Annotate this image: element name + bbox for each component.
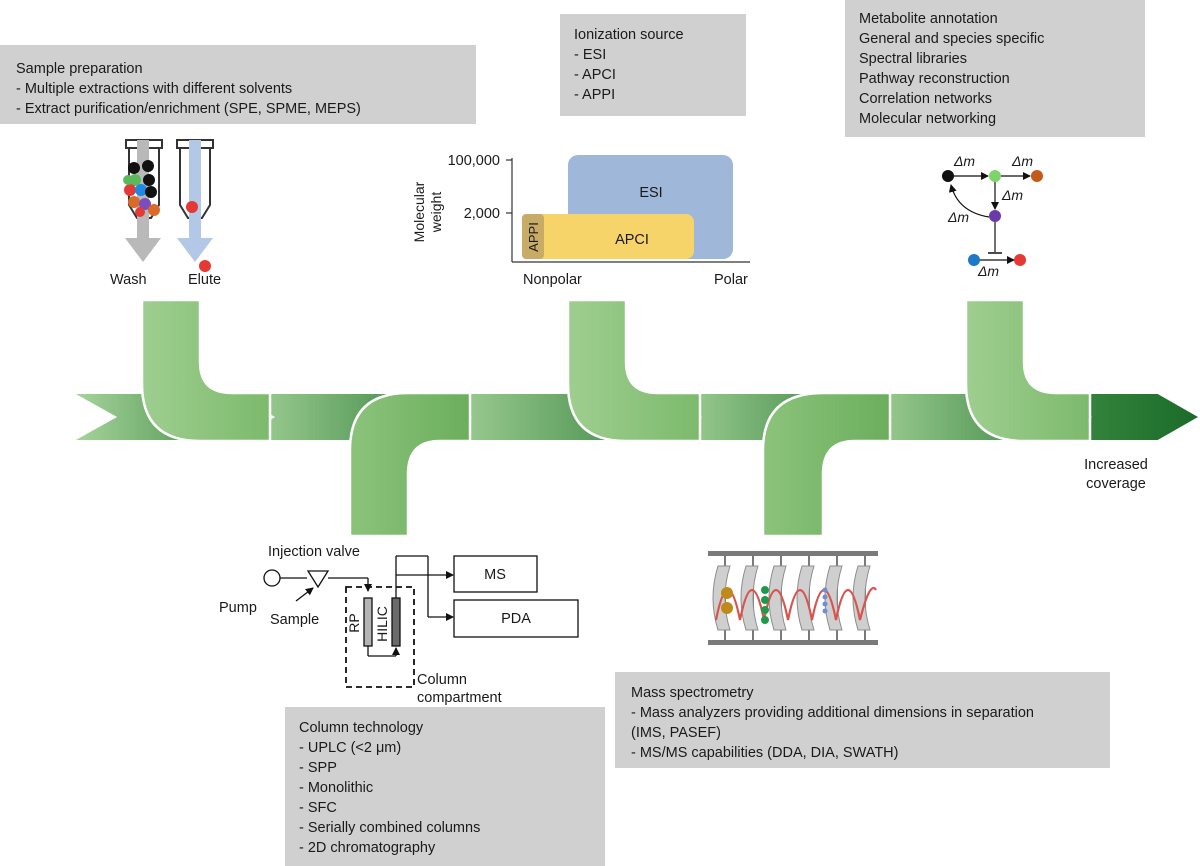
injection-valve-symbol — [306, 570, 330, 589]
elute-flow-arrow — [189, 140, 201, 240]
network-node — [989, 170, 1001, 182]
ionization-title: Ionization source — [574, 27, 684, 43]
pipe-annotation — [964, 298, 1092, 443]
wash-label: Wash — [110, 272, 147, 288]
annotation-item: Pathway reconstruction — [859, 71, 1010, 87]
ionization-box: Ionization source - ESI - APCI - APPI — [560, 14, 746, 116]
ion-cloud — [721, 586, 828, 624]
pump-symbol — [263, 569, 281, 587]
mass-analyzer-graphic — [708, 551, 878, 645]
mass-spec-title: Mass spectrometry — [631, 685, 754, 701]
y-axis-label: Molecular — [411, 181, 427, 242]
ms-detector — [453, 555, 538, 593]
network-node — [1031, 170, 1043, 182]
mass-spec-box: Mass spectrometry - Mass analyzers provi… — [615, 672, 1110, 768]
y-tick-label: 2,000 — [464, 206, 500, 222]
column-tech-item: - 2D chromatography — [299, 840, 436, 856]
pump-label: Pump — [219, 600, 257, 616]
sample-prep-box: Sample preparation - Multiple extraction… — [0, 45, 476, 124]
column-compartment — [345, 586, 415, 688]
mass-spec-item: - MS/MS capabilities (DDA, DIA, SWATH) — [631, 745, 899, 761]
sample-prep-item: - Multiple extractions with different so… — [16, 81, 293, 97]
delta-m-label: Δm — [953, 153, 975, 169]
injection-valve-label: Injection valve — [268, 544, 360, 560]
pipe-mass-analyzer — [761, 391, 892, 538]
esi-label: ESI — [639, 185, 662, 201]
ionization-chart: ESI APCI APPI 100,000 2,000 Molecular we… — [411, 153, 750, 288]
apci-label: APCI — [615, 232, 649, 248]
wash-flow-arrow-head — [125, 238, 161, 262]
y-axis-label: weight — [428, 192, 444, 234]
network-node — [968, 254, 980, 266]
rp-label: RP — [346, 613, 362, 632]
column-tech-title: Column technology — [299, 720, 424, 736]
eluted-analyte — [199, 260, 211, 272]
column-tech-item: - SPP — [299, 760, 337, 776]
lc-schematic — [263, 555, 579, 688]
rp-column — [363, 597, 373, 647]
delta-m-label: Δm — [947, 209, 969, 225]
sample-prep-title: Sample preparation — [16, 61, 143, 77]
appi-label: APPI — [526, 222, 541, 252]
ionization-item: - APPI — [574, 87, 616, 103]
pipe-ionization — [566, 298, 702, 443]
network-node — [989, 210, 1001, 222]
delta-m-label: Δm — [1001, 187, 1023, 203]
pipe-sample-prep — [140, 298, 272, 443]
molecular-network: Δm Δm Δm Δm Δm — [942, 153, 1043, 279]
rf-helix — [714, 587, 877, 621]
mass-spec-item: - Mass analyzers providing additional di… — [631, 705, 1034, 721]
column-compartment-label: compartment — [417, 690, 502, 706]
annotation-item: Spectral libraries — [859, 51, 967, 67]
x-axis-label-right: Polar — [714, 272, 748, 288]
hilic-column — [391, 597, 401, 647]
ionization-item: - APCI — [574, 67, 616, 83]
network-node — [942, 170, 954, 182]
sorbent-beads — [123, 160, 160, 217]
elute-label: Elute — [188, 272, 221, 288]
column-tech-item: - Monolithic — [299, 780, 374, 796]
annotation-item: Molecular networking — [859, 111, 997, 127]
annotation-item: Correlation networks — [859, 91, 992, 107]
annotation-item: Metabolite annotation — [859, 11, 998, 27]
delta-m-label: Δm — [1011, 153, 1033, 169]
column-tech-item: - SFC — [299, 800, 337, 816]
column-tech-item: - UPLC (<2 μm) — [299, 740, 402, 756]
column-compartment-label: Column — [417, 672, 467, 688]
pda-label: PDA — [501, 611, 531, 627]
hilic-label: HILIC — [374, 606, 390, 642]
delta-m-label: Δm — [977, 263, 999, 279]
network-node — [1014, 254, 1026, 266]
sample-label: Sample — [270, 612, 319, 628]
sample-prep-item: - Extract purification/enrichment (SPE, … — [16, 101, 361, 117]
column-tech-box: Column technology - UPLC (<2 μm) - SPP -… — [285, 707, 605, 866]
column-tech-item: - Serially combined columns — [299, 820, 481, 836]
pda-detector — [453, 599, 579, 638]
coverage-label: Increased — [1084, 457, 1148, 473]
coverage-label: coverage — [1086, 476, 1146, 492]
retained-analyte — [186, 201, 198, 213]
mass-spec-item: (IMS, PASEF) — [631, 725, 721, 741]
apci-region — [522, 214, 694, 259]
appi-region — [522, 214, 544, 259]
y-tick-label: 100,000 — [448, 153, 500, 169]
elute-flow-arrow-head — [177, 238, 213, 262]
pipe-separation — [348, 391, 472, 538]
x-axis-label-left: Nonpolar — [523, 272, 582, 288]
ms-label: MS — [484, 567, 506, 583]
annotation-item: General and species specific — [859, 31, 1045, 47]
annotation-box: Metabolite annotation General and specie… — [845, 0, 1145, 137]
ionization-item: - ESI — [574, 47, 607, 63]
